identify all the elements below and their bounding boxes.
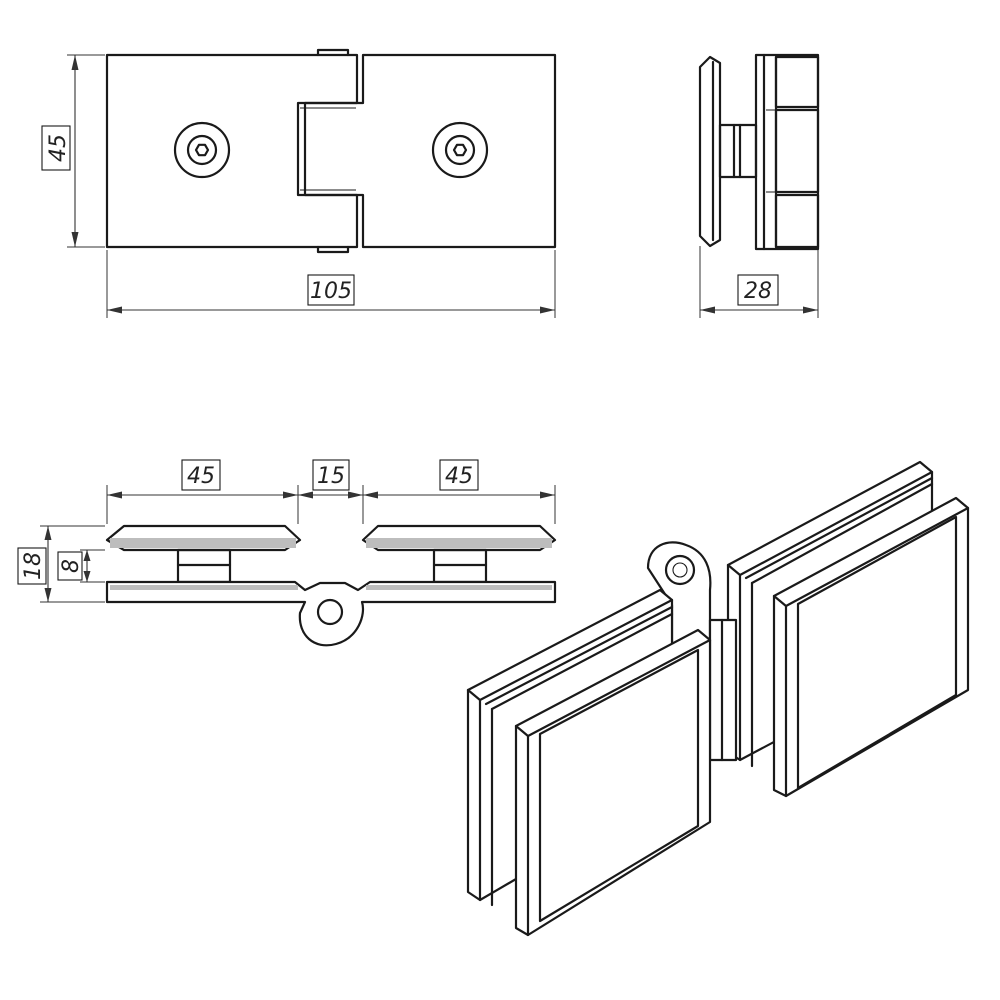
side-glass-plate [698,55,722,248]
top-base-with-knuckle [105,580,557,647]
iso-left-front-plate [514,628,712,937]
dim-front-height: 45 [41,54,105,248]
dim-front-height-label: 45 [46,134,71,162]
iso-right-front-plate [772,496,970,798]
front-right-screw [431,121,489,179]
dim-front-width: 105 [106,250,556,318]
dim-top-glass-gap-label: 8 [59,559,84,573]
dim-side-depth: 28 [699,246,819,318]
dim-front-width-label: 105 [310,279,352,304]
dim-top-overall-height-label: 18 [21,552,46,580]
dim-top-left-label: 45 [187,464,215,489]
dim-top-gap-label: 15 [317,464,345,489]
front-left-leaf [105,53,359,249]
front-right-leaf [303,53,557,249]
side-body [754,53,820,251]
dim-side-depth-label: 28 [744,279,772,304]
dim-top-overall-height: 18 [17,525,105,603]
top-view: 45 15 45 18 [17,459,557,647]
dim-top-left: 45 [106,459,299,524]
dim-top-gap: 15 [298,459,364,524]
dim-top-right: 45 [363,459,556,524]
front-view: 45 105 [41,48,557,318]
dim-top-right-label: 45 [445,464,473,489]
front-left-screw [173,121,231,179]
side-view: 28 [698,53,820,318]
dim-top-glass-gap: 8 [57,549,105,583]
isometric-view [466,460,970,937]
